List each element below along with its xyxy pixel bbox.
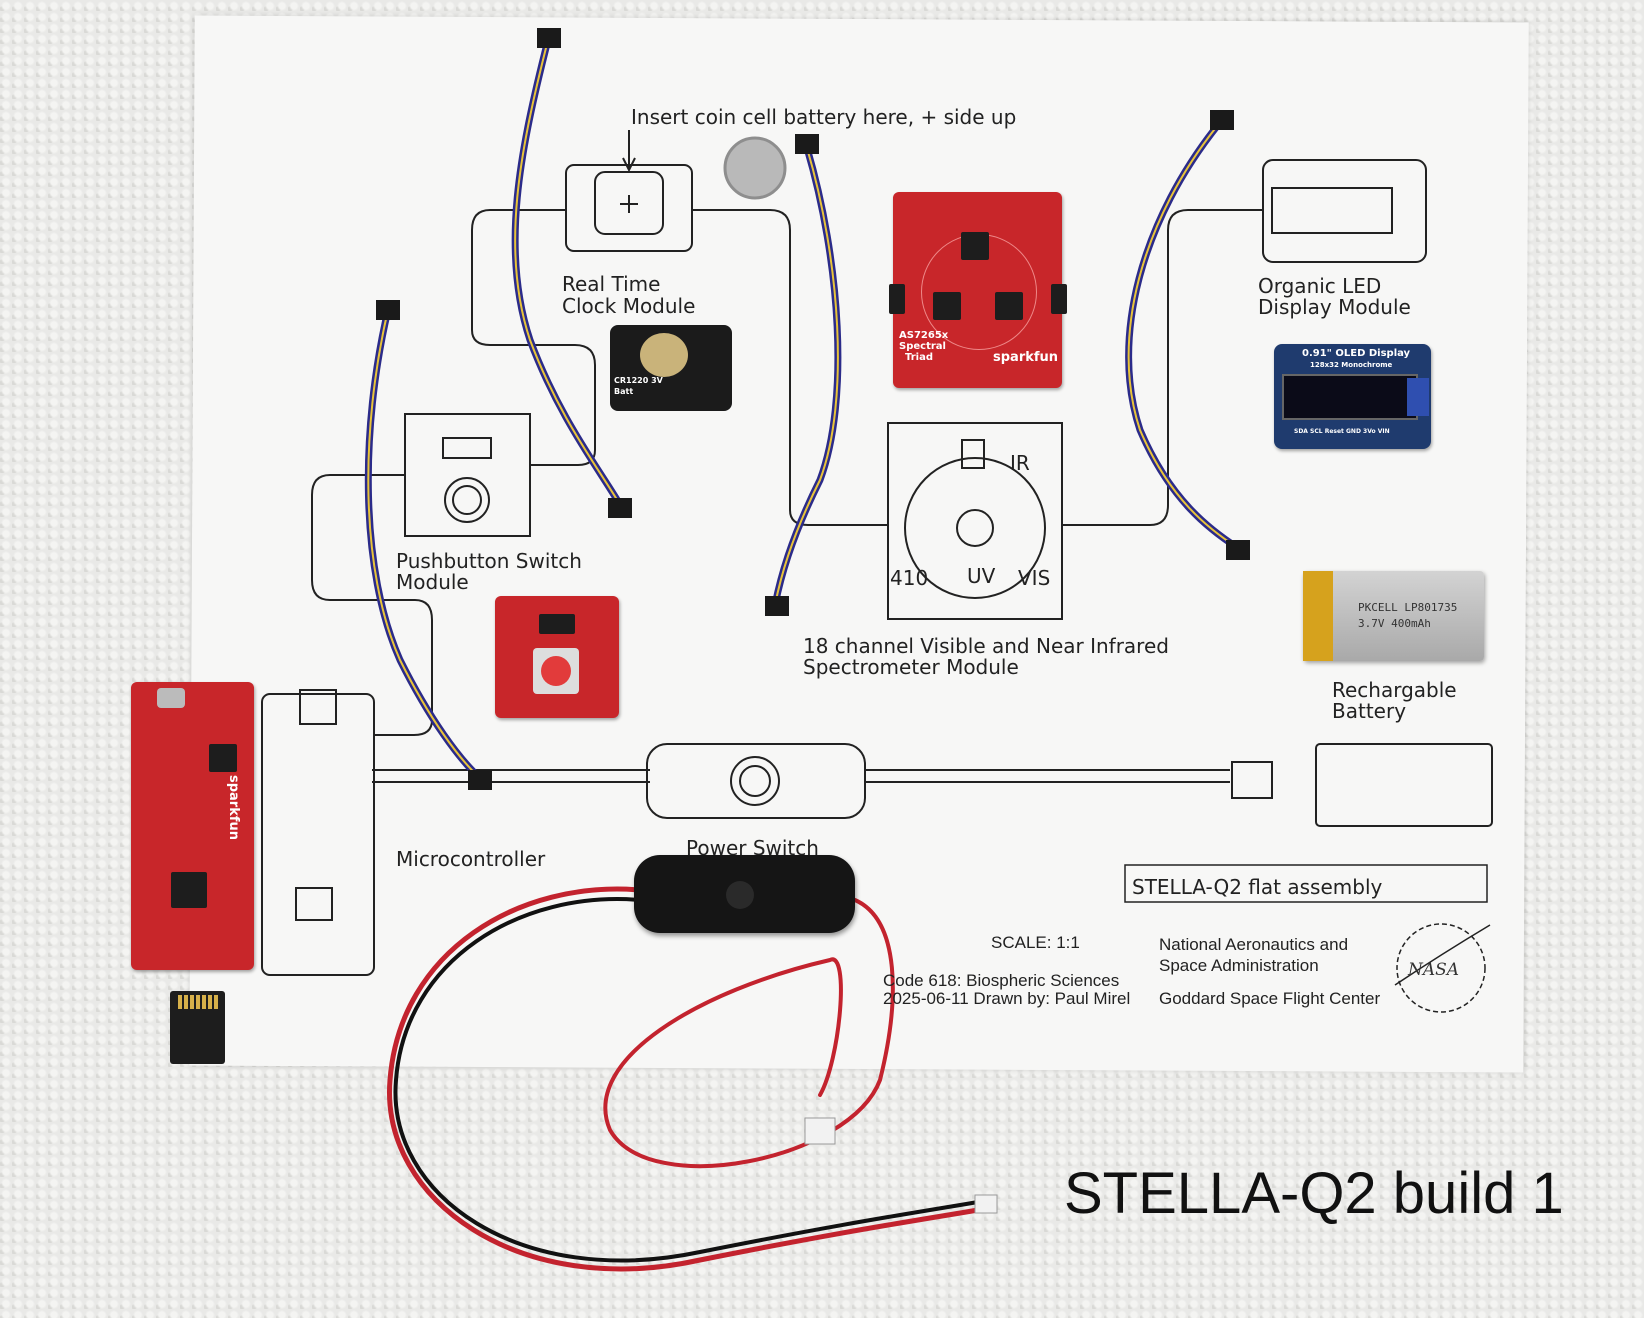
cable-connector — [468, 770, 492, 790]
cable-connector — [1210, 110, 1234, 130]
feather-brand-text: sparkfun — [226, 774, 242, 841]
coin-cell-note: Insert coin cell battery here, + side up — [631, 105, 1016, 129]
drawn-by-text: 2025-06-11 Drawn by: Paul Mirel — [883, 989, 1130, 1008]
spectral-triad-board: AS7265x Spectral Triad sparkfun — [889, 192, 1067, 388]
cable-connector — [765, 596, 789, 616]
spectral-board-name-2: Spectral — [899, 341, 946, 352]
power-switch-outline — [646, 743, 866, 819]
oled-screen — [1282, 374, 1418, 420]
title-block-title: STELLA-Q2 flat assembly — [1132, 875, 1382, 899]
code-text: Code 618: Biospheric Sciences — [883, 971, 1119, 990]
button-to-mcu-route — [311, 474, 433, 736]
oled-board-title: 0.91" OLED Display — [1302, 348, 1411, 359]
battery-spec: 3.7V 400mAh — [1358, 617, 1431, 630]
title-block-box — [1124, 864, 1488, 903]
photo-caption: STELLA-Q2 build 1 — [1064, 1161, 1564, 1226]
cable-connector — [537, 28, 561, 48]
red-button — [541, 656, 571, 686]
oled-pin-reset: Reset — [1324, 428, 1344, 435]
cable-connector — [376, 300, 400, 320]
battery-label-1: Rechargable — [1332, 678, 1457, 702]
cable-connector — [1226, 540, 1250, 560]
battery-lead — [603, 898, 895, 1169]
oled-label-1: Organic LED — [1258, 274, 1381, 298]
microcontroller-label: Microcontroller — [396, 847, 546, 871]
oled-board-subtitle: 128x32 Monochrome — [1310, 361, 1393, 369]
cable-connector — [795, 134, 819, 154]
scale-text: SCALE: 1:1 — [991, 933, 1080, 952]
spectral-board-name-3: Triad — [905, 352, 933, 363]
pushbutton-outline — [404, 413, 531, 537]
spectrometer-label-1: 18 channel Visible and Near Infrared — [803, 634, 1169, 658]
nasa-logo-text: NASA — [1407, 960, 1459, 980]
uv-mark: UV — [967, 564, 996, 588]
microcontroller-board: sparkfun — [131, 682, 254, 970]
microsd-card — [170, 991, 225, 1064]
pushbutton-label-2: Module — [396, 570, 469, 594]
agency-line-2: Space Administration — [1159, 956, 1319, 975]
ir-mark: IR — [1010, 451, 1030, 475]
oled-display-board: 0.91" OLED Display 128x32 Monochrome SDA… — [1274, 344, 1431, 449]
oled-label-2: Display Module — [1258, 295, 1411, 319]
oled-pin-sda: SDA — [1294, 428, 1308, 435]
spectrometer-outline — [887, 422, 1063, 620]
lipo-battery: PKCELL LP801735 3.7V 400mAh — [1303, 571, 1484, 661]
pushbutton-board — [495, 596, 619, 718]
rtc-label-2: Clock Module — [562, 294, 695, 318]
qwiic-cable-2 — [771, 144, 842, 609]
power-switch-inline — [634, 855, 855, 933]
oled-pin-vin: VIN — [1377, 428, 1390, 435]
battery-label-2: Battery — [1332, 699, 1406, 723]
oled-outline — [1262, 159, 1427, 263]
pushbutton-label-1: Pushbutton Switch — [396, 549, 582, 573]
jst-connector-white — [974, 1194, 998, 1214]
oled-pin-scl: SCL — [1310, 428, 1323, 435]
qwiic-cable-3 — [1125, 116, 1242, 552]
usb-c-port — [157, 688, 185, 708]
main-bus-line — [372, 769, 1230, 783]
agency-line-1: National Aeronautics and — [1159, 935, 1348, 954]
power-cable-red — [387, 886, 993, 1272]
spectrometer-label-2: Spectrometer Module — [803, 655, 1019, 679]
spectro-to-oled-route — [1062, 209, 1263, 526]
coin-cell-holder — [640, 333, 688, 377]
cable-connector — [608, 498, 632, 518]
microcontroller-outline — [261, 693, 375, 976]
battery-outline — [1315, 743, 1493, 827]
rtc-board-text: CR1220 3V Batt — [614, 376, 663, 396]
nasa-logo — [1396, 923, 1486, 1013]
vis-mark: VIS — [1018, 566, 1050, 590]
power-cable-black — [393, 897, 992, 1263]
rtc-board: CR1220 3V Batt — [610, 325, 732, 411]
spectral-board-name-1: AS7265x — [899, 330, 949, 341]
center-text: Goddard Space Flight Center — [1159, 989, 1380, 1008]
power-switch-button — [726, 881, 754, 909]
qwiic-cable-4 — [364, 306, 484, 782]
battery-model: PKCELL LP801735 — [1358, 601, 1458, 614]
jst-connector-white — [804, 1117, 836, 1145]
coin-cell-battery — [723, 136, 787, 200]
rtc-to-button-route — [471, 209, 596, 466]
sparkfun-logo-text: sparkfun — [993, 350, 1059, 365]
oled-pin-3vo: 3Vo — [1363, 428, 1376, 435]
rtc-label-1: Real Time — [562, 272, 660, 296]
n410-mark: 410 — [890, 566, 928, 590]
oled-pin-gnd: GND — [1346, 428, 1361, 435]
coin-cell-arrow — [622, 130, 636, 173]
